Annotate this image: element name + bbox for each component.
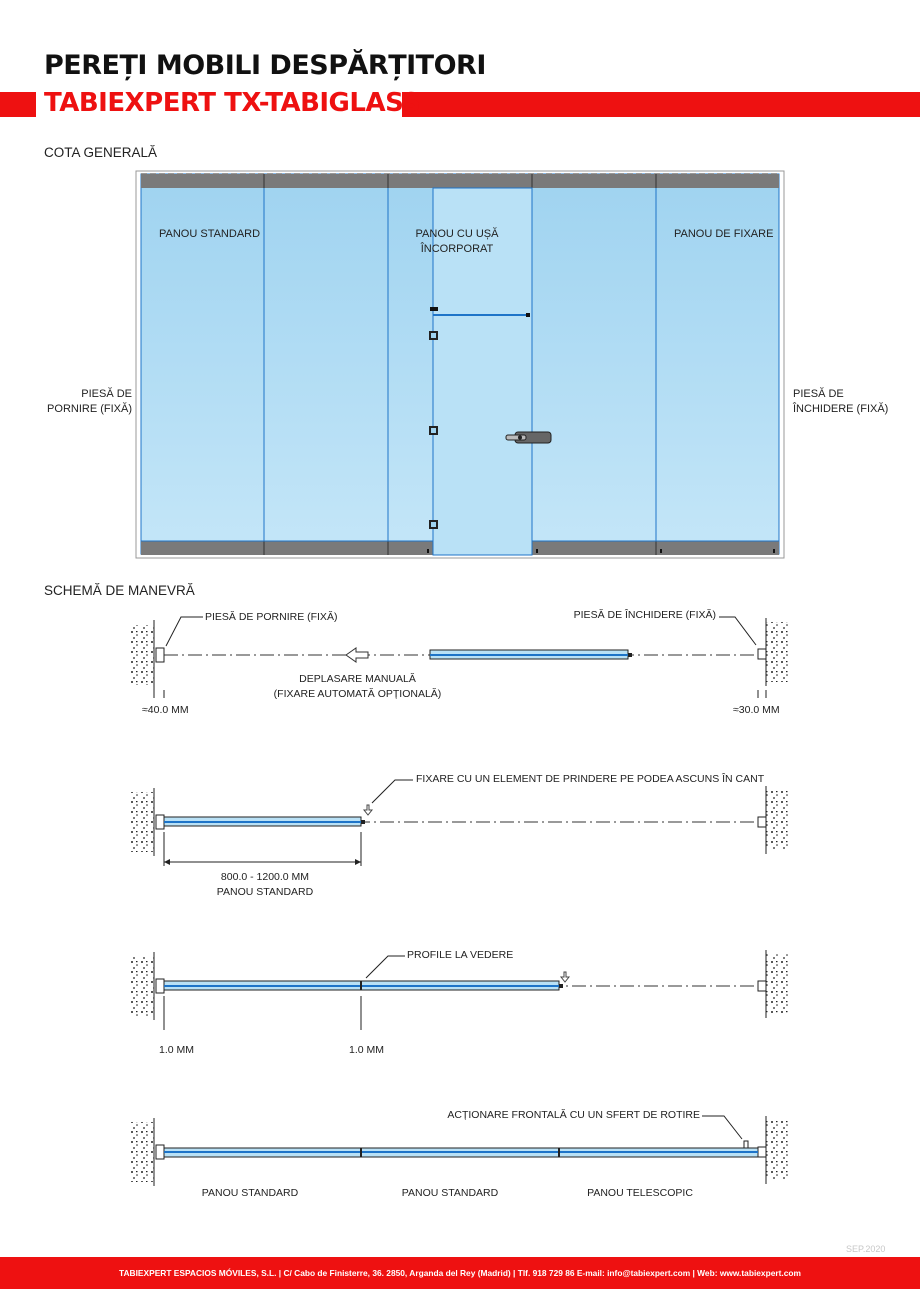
quarter-turn-handle-icon [743, 1140, 749, 1149]
hinge-icon [429, 426, 438, 435]
arrow-down-icon [362, 804, 374, 816]
label-right-clearance: ≈30.0 MM [733, 704, 780, 716]
door-stop-icon [430, 307, 438, 311]
label-width-range: 800.0 - 1200.0 MM [220, 871, 310, 883]
hinge-icon [429, 520, 438, 529]
label-left-clearance: ≈40.0 MM [142, 704, 189, 716]
label-panel-door-line2: ÎNCORPORAT [420, 243, 494, 255]
label-start-piece-fixed: PIESĂ DE PORNIRE (FIXĂ) [205, 611, 338, 623]
label-panel-standard-2: PANOU STANDARD [401, 1187, 499, 1199]
footer-contact: TABIEXPERT ESPACIOS MÓVILES, S.L. | C/ C… [0, 1257, 920, 1289]
top-rail [141, 174, 779, 188]
label-start-piece-line2: PORNIRE (FIXĂ) [47, 403, 132, 415]
maneuver-step-1 [130, 616, 788, 698]
label-gap-2: 1.0 MM [349, 1044, 385, 1056]
label-panel-fixing: PANOU DE FIXARE [674, 228, 774, 240]
label-end-piece-fixed: PIESĂ DE ÎNCHIDERE (FIXĂ) [573, 609, 716, 621]
elevation-drawing [135, 170, 785, 559]
label-standard-panel: PANOU STANDARD [216, 886, 314, 898]
section-title-general: COTA GENERALĂ [44, 145, 158, 160]
arrow-down-icon [559, 971, 571, 983]
hinge-icon [429, 331, 438, 340]
label-visible-profiles: PROFILE LA VEDERE [407, 949, 514, 961]
label-manual-movement: DEPLASARE MANUALĂ (FIXARE AUTOMATĂ OPȚIO… [270, 672, 445, 702]
label-front-actuation: ACȚIONARE FRONTALĂ CU UN SFERT DE ROTIRE [447, 1109, 700, 1121]
label-start-piece: PIESĂ DE PORNIRE (FIXĂ) [30, 387, 132, 417]
label-panel-door: PANOU CU UȘĂ ÎNCORPORAT [398, 227, 516, 257]
door-handle-icon [505, 431, 552, 444]
brand-band-right [402, 92, 920, 117]
product-title: TABIEXPERT TX-TABIGLASS [44, 88, 421, 118]
label-panel-width: 800.0 - 1200.0 MM PANOU STANDARD [195, 870, 335, 900]
label-panel-standard-1: PANOU STANDARD [201, 1187, 299, 1199]
section-title-maneuver: SCHEMĂ DE MANEVRĂ [44, 583, 195, 598]
edition-date: SEP.2020 [846, 1244, 886, 1254]
page-title: PEREȚI MOBILI DESPĂRȚITORI [44, 50, 486, 81]
maneuver-step-4 [130, 1115, 788, 1186]
maneuver-step-2 [130, 779, 788, 866]
bottom-rail [141, 540, 779, 555]
label-panel-standard: PANOU STANDARD [159, 228, 261, 240]
label-manual-movement-line2: (FIXARE AUTOMATĂ OPȚIONALĂ) [273, 688, 442, 700]
brand-band-left [0, 92, 36, 117]
label-start-piece-line1: PIESĂ DE [81, 388, 132, 400]
label-end-piece-line2: ÎNCHIDERE (FIXĂ) [793, 403, 889, 415]
label-floor-fixing: FIXARE CU UN ELEMENT DE PRINDERE PE PODE… [416, 773, 765, 785]
door-leaf [429, 187, 552, 556]
label-end-piece: PIESĂ DE ÎNCHIDERE (FIXĂ) [793, 387, 888, 417]
label-panel-telescopic: PANOU TELESCOPIC [587, 1187, 693, 1199]
maneuver-step-3 [130, 950, 788, 1030]
label-gap-1: 1.0 MM [159, 1044, 195, 1056]
label-end-piece-line1: PIESĂ DE [793, 388, 844, 400]
arrow-left-icon [345, 647, 369, 663]
label-panel-door-line1: PANOU CU UȘĂ [415, 228, 499, 240]
label-manual-movement-line1: DEPLASARE MANUALĂ [299, 673, 416, 685]
